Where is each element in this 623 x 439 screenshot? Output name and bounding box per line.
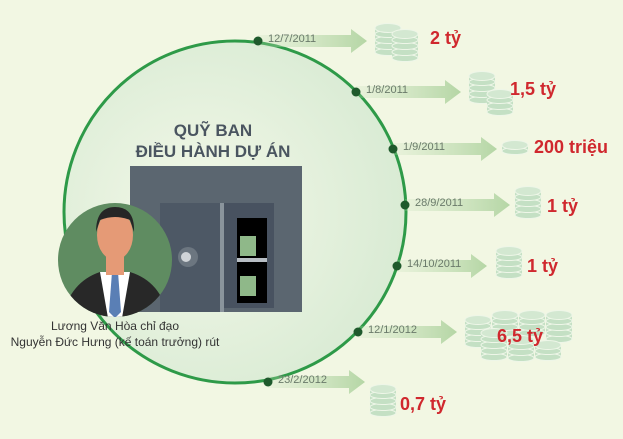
withdrawal-amount: 200 triệu	[534, 137, 609, 157]
withdrawal-amount: 6,5 tỷ	[497, 326, 544, 346]
coin-top	[514, 186, 542, 196]
arrow	[258, 29, 367, 53]
coin-top	[495, 246, 523, 256]
arrow	[397, 254, 487, 278]
coin-top	[369, 384, 397, 394]
timeline-dot	[353, 327, 363, 337]
timeline-dot	[253, 36, 263, 46]
withdrawal-amount: 1 tỷ	[527, 256, 559, 276]
withdrawal-date: 1/8/2011	[366, 84, 409, 96]
timeline-dot	[263, 377, 273, 387]
fund-title: QUỸ BAN ĐIỀU HÀNH DỰ ÁN	[118, 120, 308, 162]
coin-stack-icon	[501, 140, 529, 155]
timeline-dot	[400, 200, 410, 210]
coin-top	[491, 310, 519, 320]
person-caption: Lương Văn Hòa chỉ đạo Nguyễn Đức Hưng (k…	[0, 318, 230, 350]
caption-line1: Lương Văn Hòa chỉ đạo	[51, 319, 179, 333]
withdrawal-date: 28/9/2011	[415, 197, 464, 209]
withdrawal-date: 1/9/2011	[403, 141, 446, 153]
coin-top	[374, 23, 402, 33]
withdrawal-amount: 1 tỷ	[547, 196, 579, 216]
coin-stack-icon	[518, 310, 546, 337]
fund-title-line1: QUỸ BAN	[173, 121, 253, 140]
coin-top	[518, 310, 546, 320]
withdrawal-amount: 0,7 tỷ	[400, 394, 447, 414]
fund-title-line2: ĐIỀU HÀNH DỰ ÁN	[135, 142, 291, 161]
coin-top	[480, 328, 508, 338]
coin-stacks	[369, 23, 573, 417]
coin-top	[534, 340, 562, 350]
coin-stack-icon	[486, 89, 514, 116]
arrow	[356, 80, 461, 104]
coin-top	[468, 71, 496, 81]
coin-stack-icon	[495, 246, 523, 279]
arrow	[358, 320, 457, 344]
person-avatar	[58, 203, 172, 317]
coin-top	[391, 29, 419, 39]
withdrawal-amount: 1,5 tỷ	[510, 79, 557, 99]
caption-line2: Nguyễn Đức Hưng (kế toán trưởng) rút	[10, 335, 220, 349]
coin-stack-icon	[369, 384, 397, 417]
withdrawal-amount: 2 tỷ	[430, 28, 462, 48]
coin-stack-icon	[507, 335, 535, 362]
coin-top	[545, 310, 573, 320]
timeline-dot	[351, 87, 361, 97]
arrow	[268, 370, 365, 394]
coin-stack-icon	[391, 29, 419, 62]
withdrawal-date: 14/10/2011	[407, 258, 462, 270]
coin-top	[464, 315, 492, 325]
coin-stack-icon	[514, 186, 542, 219]
arrow	[405, 193, 510, 217]
withdrawal-date: 12/7/2011	[268, 33, 317, 45]
arrow	[393, 137, 497, 161]
coin-stack-icon	[545, 310, 573, 343]
withdrawal-date: 12/1/2012	[368, 324, 417, 336]
coin-top	[507, 335, 535, 345]
withdrawal-date: 23/2/2012	[278, 374, 327, 386]
coin-top	[501, 140, 529, 150]
coin-top	[486, 89, 514, 99]
coin-stack-icon	[480, 328, 508, 361]
timeline-dot	[392, 261, 402, 271]
coin-stack-icon	[534, 340, 562, 361]
timeline-arrows	[253, 29, 510, 394]
timeline-dot	[388, 144, 398, 154]
